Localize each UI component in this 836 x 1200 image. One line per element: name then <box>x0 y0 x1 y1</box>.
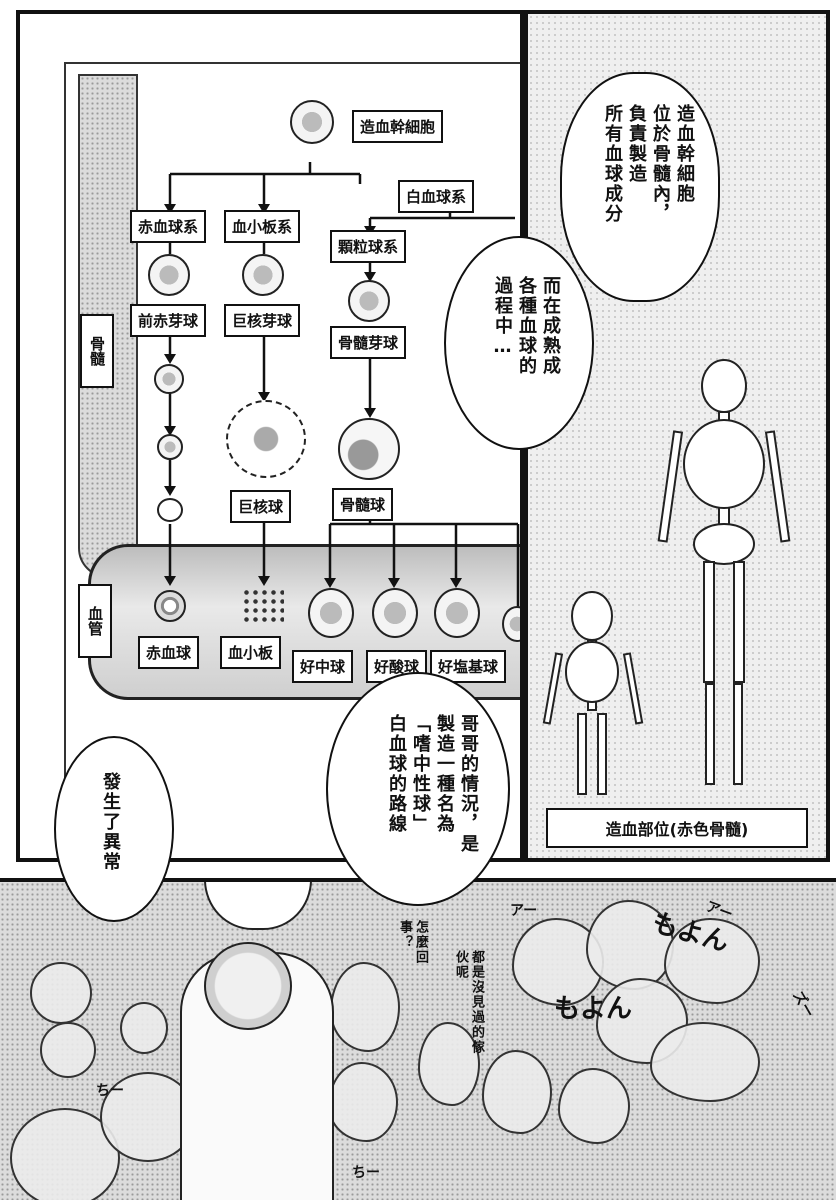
neutrophil-cell <box>308 588 354 638</box>
plt-lineage-label: 血小板系 <box>224 210 301 243</box>
held-cell <box>204 942 292 1030</box>
partial-cell <box>502 606 520 642</box>
left-cell-3 <box>40 1022 96 1078</box>
erythroblast-cell-2 <box>157 434 183 460</box>
speech-bubble-2-text: 而在成熟成 各種血球的 過程中… <box>490 276 562 376</box>
stem-cell-label: 造血幹細胞 <box>352 110 444 143</box>
small-cell-3 <box>482 1050 552 1134</box>
sfx-moyon-2: もよん <box>554 994 633 1024</box>
speech-bubble-4-text: 發生了異常 <box>98 772 122 872</box>
small-cell-5 <box>328 1062 398 1142</box>
blood-vessel-label: 血管 <box>78 584 112 658</box>
whisper-2: 都是沒見過的傢伙呢 <box>453 950 484 1055</box>
skeleton-caption: 造血部位(赤色骨髓) <box>546 808 808 848</box>
neutrophil-label: 好中球 <box>292 650 354 683</box>
proerythroblast-label: 前赤芽球 <box>130 304 207 337</box>
eosinophil-cell <box>372 588 418 638</box>
small-cell-2 <box>418 1022 480 1106</box>
rbc-lineage-label: 赤血球系 <box>130 210 207 243</box>
speech-bubble-2: 而在成熟成 各種血球的 過程中… <box>444 236 594 450</box>
megakaryocyte-cell <box>226 400 306 478</box>
speech-bubble-1: 造血幹細胞 位於骨髓內， 負責製造 所有血球成分 <box>560 72 720 302</box>
sfx-chi-1: ちー <box>96 1083 124 1099</box>
character-hair <box>204 882 312 930</box>
gran-lineage-label: 顆粒球系 <box>330 230 407 263</box>
sfx-chi-2: ちー <box>352 1165 380 1181</box>
b1-line-2: 位於骨髓內， <box>650 104 671 224</box>
small-cell-4 <box>558 1068 630 1144</box>
left-cell-2 <box>120 1002 168 1054</box>
stem-cell <box>290 100 334 144</box>
sfx-zu: ズー <box>789 988 818 1021</box>
bottom-panel: もよん もよん アー アー ズー ちー ちー 怎麼回事？ 都是沒見過的傢伙呢 <box>0 878 836 1200</box>
myeloblast-label: 骨髓芽球 <box>330 326 407 359</box>
blob-cell-5 <box>650 1022 760 1102</box>
blob-cell-3 <box>664 918 760 1004</box>
b2-line-3: 過程中… <box>492 276 513 359</box>
whisper-1: 怎麼回事？ <box>397 920 428 965</box>
b3-line-1: 哥哥的情況，是 <box>458 714 479 854</box>
myelocyte-cell <box>338 418 400 480</box>
megakaryocyte-label: 巨核球 <box>230 490 292 523</box>
b4-line-1: 發生了異常 <box>100 772 121 872</box>
speech-bubble-1-text: 造血幹細胞 位於骨髓內， 負責製造 所有血球成分 <box>600 104 696 224</box>
erythroblast-cell-1 <box>154 364 184 394</box>
b3-line-2: 製造一種名為 <box>434 714 455 834</box>
small-cell-1 <box>330 962 400 1052</box>
skeleton-illustration <box>542 359 791 795</box>
b1-line-4: 所有血球成分 <box>602 104 623 224</box>
mature-rbc-label: 赤血球 <box>138 636 200 669</box>
speech-bubble-3: 哥哥的情況，是 製造一種名為 「嗜中性球」 白血球的路線 <box>326 672 510 906</box>
megakaryoblast-cell <box>242 254 284 296</box>
basophil-cell <box>434 588 480 638</box>
proerythroblast-cell <box>148 254 190 296</box>
b3-line-3: 「嗜中性球」 <box>410 714 431 834</box>
mature-plt-label: 血小板 <box>220 636 282 669</box>
reticulocyte-cell <box>157 498 183 522</box>
platelets <box>242 588 284 626</box>
myeloblast-cell <box>348 280 390 322</box>
myelocyte-label: 骨髓球 <box>332 488 394 521</box>
basophil-label: 好塩基球 <box>430 650 507 683</box>
b2-line-1: 而在成熟成 <box>540 276 561 376</box>
sfx-a-1: アー <box>510 903 538 919</box>
diagram-panel: 骨髓 血管 <box>16 10 524 862</box>
b1-line-3: 負責製造 <box>626 104 647 184</box>
mature-rbc-cell <box>154 590 186 622</box>
wbc-lineage-label: 白血球系 <box>398 180 475 213</box>
b3-line-4: 白血球的路線 <box>386 714 407 834</box>
b1-line-1: 造血幹細胞 <box>674 104 695 204</box>
left-cell-1 <box>30 962 92 1024</box>
speech-bubble-3-text: 哥哥的情況，是 製造一種名為 「嗜中性球」 白血球的路線 <box>384 714 480 854</box>
speech-bubble-4: 發生了異常 <box>54 736 174 922</box>
megakaryoblast-label: 巨核芽球 <box>224 304 301 337</box>
marrow-label: 骨髓 <box>80 314 114 388</box>
b2-line-2: 各種血球的 <box>516 276 537 376</box>
